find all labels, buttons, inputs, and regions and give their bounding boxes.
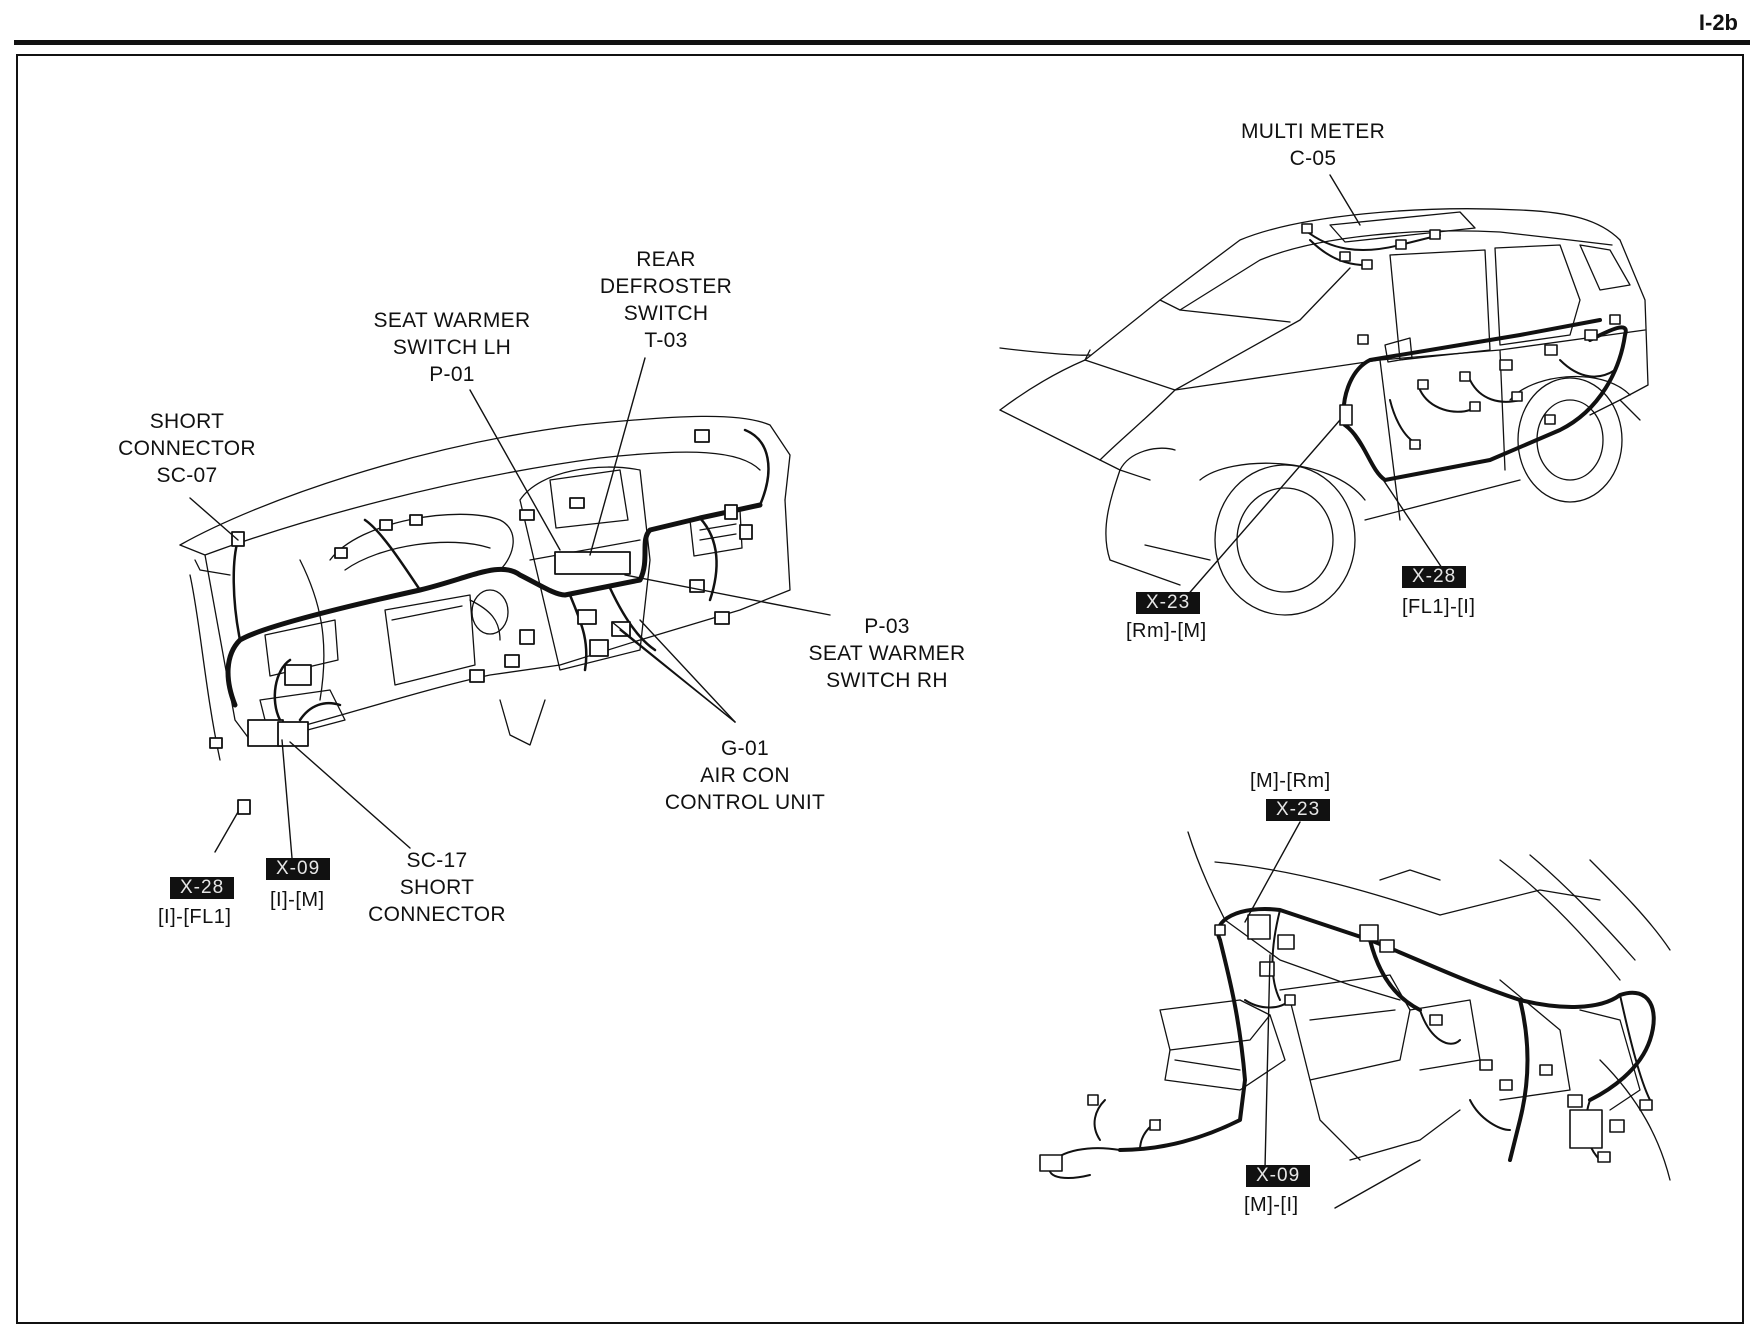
vehicle-connectors — [1301, 223, 1621, 450]
floor-leader-lines — [1244, 821, 1421, 1209]
x28-connector-pins: [I]-[FL1] — [158, 906, 232, 928]
floor-x09-connector-badge: X-09 — [1246, 1165, 1311, 1187]
vehicle-x23-connector-badge: X-23 — [1136, 592, 1201, 614]
floor-illustration — [1159, 831, 1671, 1181]
floor-x23-connector-badge: X-23 — [1266, 799, 1331, 821]
air-con-control-unit-label: G-01 AIR CON CONTROL UNIT — [664, 737, 826, 814]
dashboard-harness-branches — [232, 428, 770, 722]
short-connector-sc17-label: SC-17 SHORT CONNECTOR — [368, 849, 506, 926]
floor-connectors — [1039, 914, 1653, 1172]
header-rule — [14, 40, 1750, 45]
floor-harness-branches — [1048, 909, 1651, 1179]
multi-meter-label: MULTI METER C-05 — [1240, 120, 1386, 170]
floor-x09-connector-pins: [M]-[I] — [1244, 1194, 1299, 1216]
seat-warmer-switch-rh-label: P-03 SEAT WARMER SWITCH RH — [808, 615, 966, 692]
page-number: I-2b — [1698, 10, 1738, 35]
rear-defroster-switch-label: REAR DEFROSTER SWITCH T-03 — [599, 248, 733, 352]
vehicle-x28-connector-badge: X-28 — [1402, 566, 1467, 588]
vehicle-leader-lines — [1184, 174, 1443, 599]
vehicle-x28-connector-pins: [FL1]-[I] — [1402, 596, 1476, 618]
short-connector-sc07-label: SHORT CONNECTOR SC-07 — [118, 410, 256, 487]
diagram-frame — [16, 54, 1744, 1324]
floor-x23-connector-pins: [M]-[Rm] — [1250, 770, 1331, 792]
vehicle-x23-connector-pins: [Rm]-[M] — [1126, 620, 1207, 642]
dashboard-illustration — [179, 415, 791, 761]
x09-connector-pins: [I]-[M] — [270, 889, 325, 911]
floor-harness — [1118, 907, 1656, 1162]
x09-connector-badge: X-09 — [266, 858, 331, 880]
dashboard-leader-lines — [189, 357, 831, 859]
x28-connector-badge: X-28 — [170, 877, 235, 899]
vehicle-illustration — [999, 208, 1649, 616]
seat-warmer-switch-lh-label: SEAT WARMER SWITCH LH P-01 — [373, 309, 531, 386]
vehicle-harness — [1341, 318, 1628, 482]
